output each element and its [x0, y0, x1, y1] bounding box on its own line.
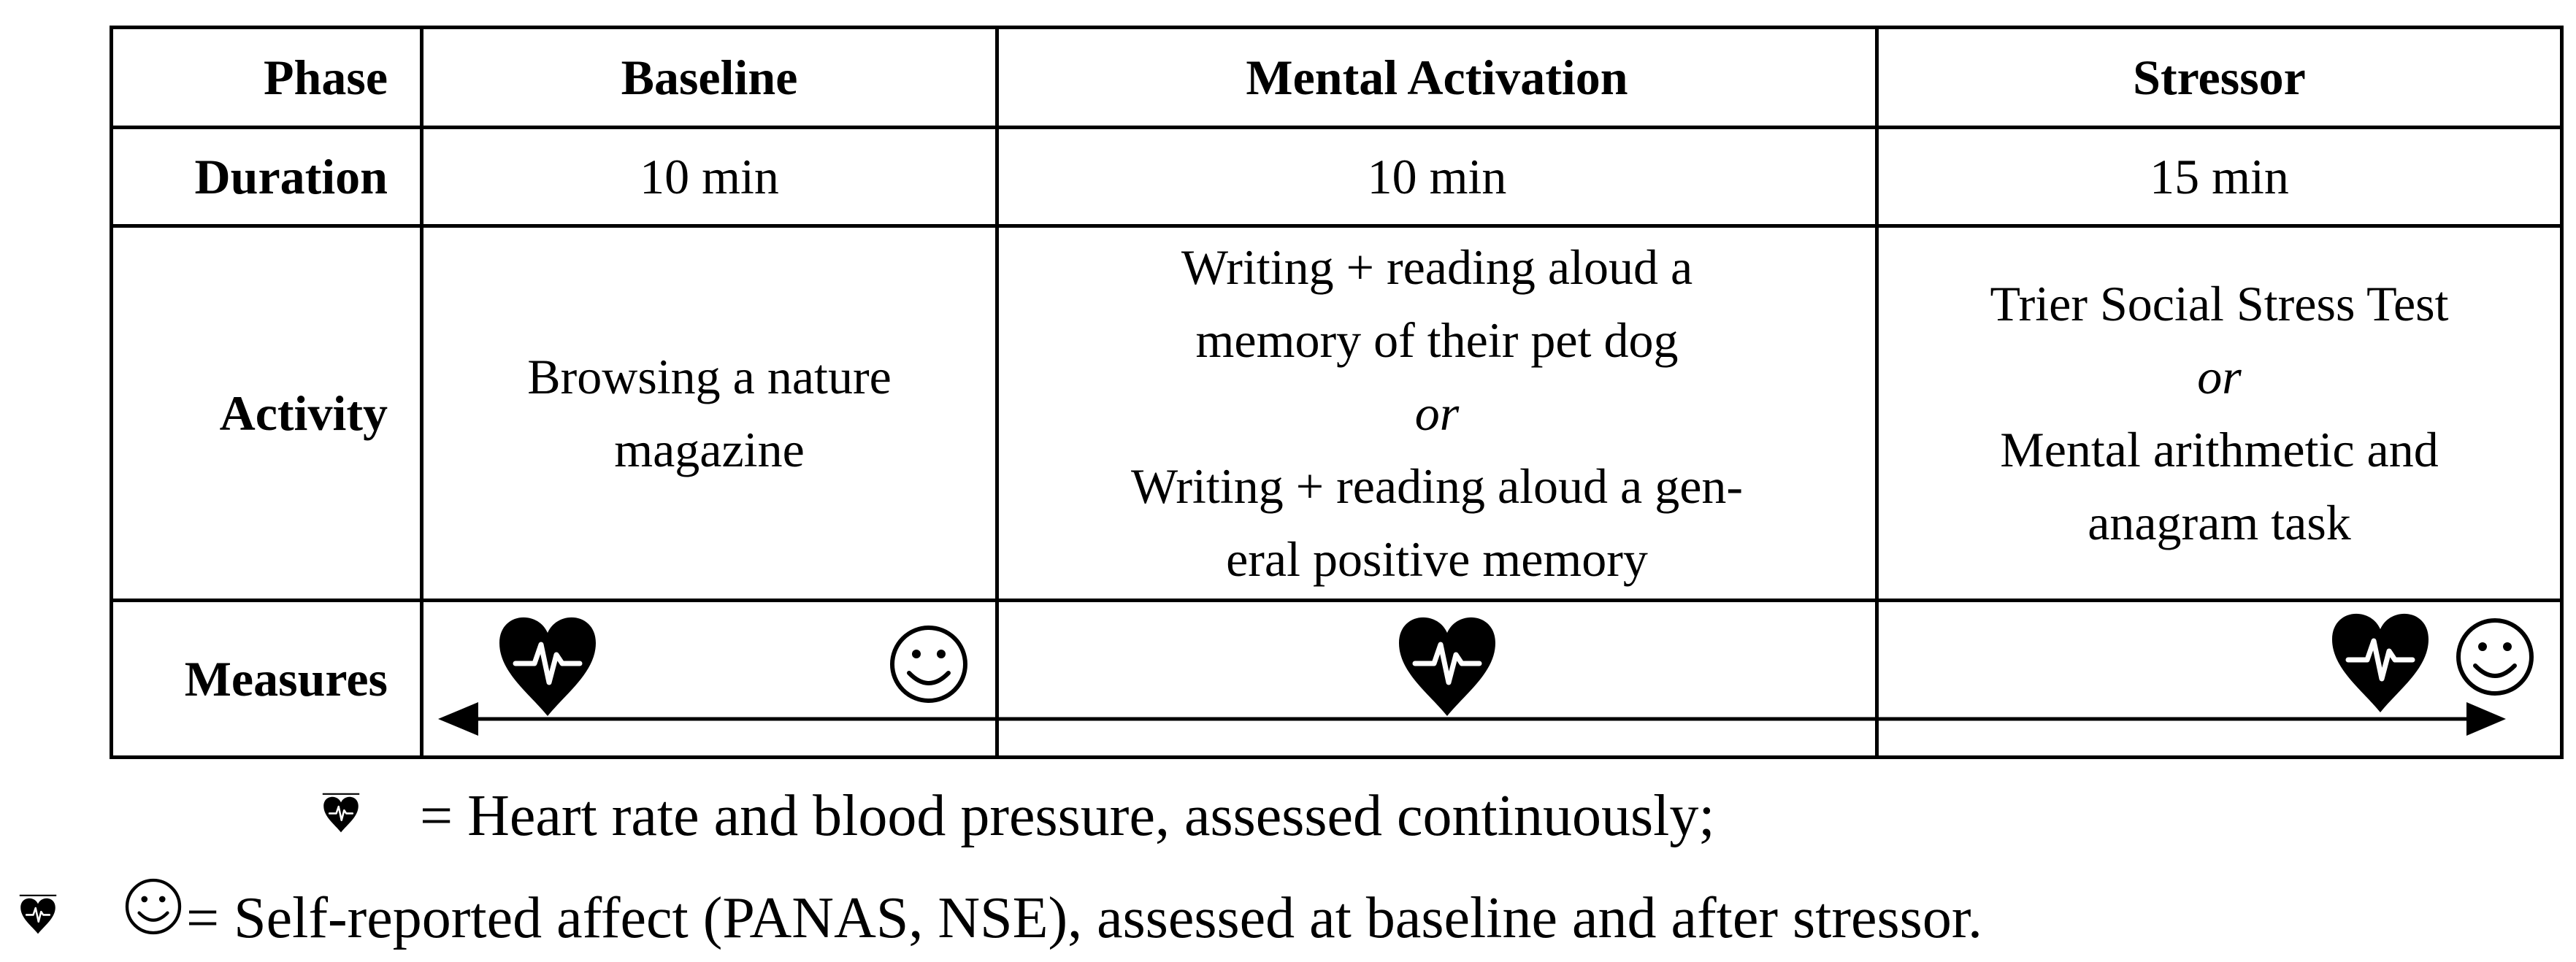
stressor-activity: Trier Social Stress Test or Mental arith… [1875, 224, 2564, 602]
activity-label: Activity [110, 224, 423, 602]
duration-label: Duration [110, 126, 423, 228]
mental-activation-activity: Writing + reading aloud a memory of thei… [995, 224, 1879, 602]
legend-heart-text: = Heart rate and blood pressure, assesse… [420, 784, 1715, 848]
mental-activation-activity-line: Writing + reading aloud a [1181, 239, 1693, 295]
measures-row: Measures [110, 599, 2564, 759]
baseline-measures [420, 599, 999, 759]
mental-activation-activity-line: eral positive memory [1226, 531, 1648, 587]
phase-row: Phase Baseline Mental Activation Stresso… [110, 26, 2564, 129]
stressor-or: or [2197, 349, 2242, 404]
mental-activation-header: Mental Activation [995, 26, 1879, 129]
mental-activation-or: or [1414, 385, 1460, 441]
mental-activation-activity-line: memory of their pet dog [1195, 312, 1679, 368]
phase-header: Phase [110, 26, 423, 129]
stressor-measures [1875, 599, 2564, 759]
stressor-activity-line: Mental arithmetic and [2000, 422, 2439, 477]
mental-activation-measures [995, 599, 1879, 759]
legend-smiley-text: = Self-reported affect (PANAS, NSE), ass… [186, 886, 1983, 950]
stressor-header: Stressor [1875, 26, 2564, 129]
baseline-duration: 10 min [420, 126, 999, 228]
heart-pulse-icon [19, 894, 57, 935]
stressor-duration: 15 min [1875, 126, 2564, 228]
baseline-header: Baseline [420, 26, 999, 129]
duration-row: Duration 10 min 10 min 15 min [110, 126, 2564, 228]
stressor-activity-line: anagram task [2088, 495, 2351, 550]
smiley-face-icon [127, 880, 180, 933]
stressor-activity-line: Trier Social Stress Test [1990, 276, 2449, 331]
baseline-activity-line: magazine [614, 422, 805, 477]
activity-row: Activity Browsing a nature magazine Writ… [110, 224, 2564, 602]
measures-label: Measures [110, 599, 423, 759]
baseline-activity: Browsing a nature magazine [420, 224, 999, 602]
baseline-activity-line: Browsing a nature [527, 349, 892, 404]
study-design-table: Phase Baseline Mental Activation Stresso… [110, 26, 2564, 759]
mental-activation-activity-line: Writing + reading aloud a gen- [1130, 458, 1744, 514]
mental-activation-duration: 10 min [995, 126, 1879, 228]
heart-pulse-icon [322, 793, 360, 834]
